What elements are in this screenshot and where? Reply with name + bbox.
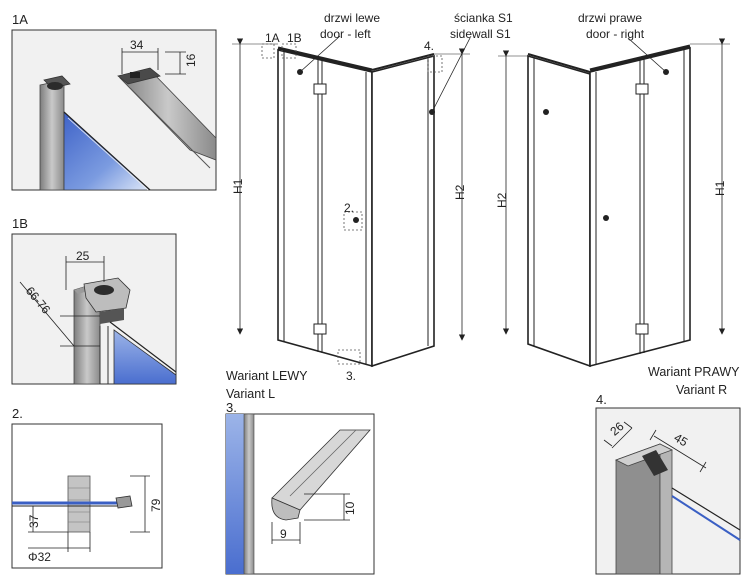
callout-2: 2. [344,201,354,215]
left-variant-label-en: Variant L [226,387,275,401]
detail-3-width: 9 [280,527,287,541]
left-sidewall-label-en: sidewall S1 [450,27,511,41]
left-door-label-pl: drzwi lewe [324,11,380,25]
detail-2-diameter: Φ32 [28,550,51,564]
right-h2-label: H2 [495,192,509,208]
left-h2-label: H2 [453,184,467,200]
detail-2: 2. 79 37 Φ32 [11,406,163,569]
callout-4: 4. [424,39,434,53]
detail-3: 3. 10 9 [225,400,375,575]
detail-4-dim-b: 45 [672,430,691,449]
detail-2-label: 2. [12,406,23,421]
detail-1a-width: 34 [130,38,144,52]
detail-1a: 1A 34 16 [11,12,217,191]
left-variant-label-pl: Wariant LEWY [226,369,308,383]
detail-2-height: 79 [149,498,163,512]
right-variant-label-pl: Wariant PRAWY [648,365,740,379]
detail-1b: 1B 25 66-76 [11,216,177,385]
detail-3-label: 3. [226,400,237,415]
detail-3-height: 10 [343,501,357,515]
right-variant-label-en: Variant R [676,383,727,397]
callout-1b: 1B [287,31,302,45]
detail-1b-width: 25 [76,249,90,263]
right-door-label-en: door - right [586,27,645,41]
variant-right-drawing: H2 H1 drzwi prawe door - right Wariant P… [495,11,740,397]
left-sidewall-label-pl: ścianka S1 [454,11,513,25]
detail-1a-label: 1A [12,12,28,27]
variant-left-drawing: H1 H2 1A 1B 2. 3. 4. dr [226,11,513,401]
left-door-label-en: door - left [320,27,371,41]
detail-4: 4. 26 45 [595,392,741,575]
right-h1-label: H1 [713,180,727,196]
detail-2-offset: 37 [27,514,41,528]
callout-3: 3. [346,369,356,383]
detail-4-label: 4. [596,392,607,407]
detail-1a-height: 16 [184,53,198,67]
right-door-label-pl: drzwi prawe [578,11,642,25]
detail-1b-label: 1B [12,216,28,231]
left-h1-label: H1 [231,178,245,194]
callout-1a: 1A [265,31,280,45]
